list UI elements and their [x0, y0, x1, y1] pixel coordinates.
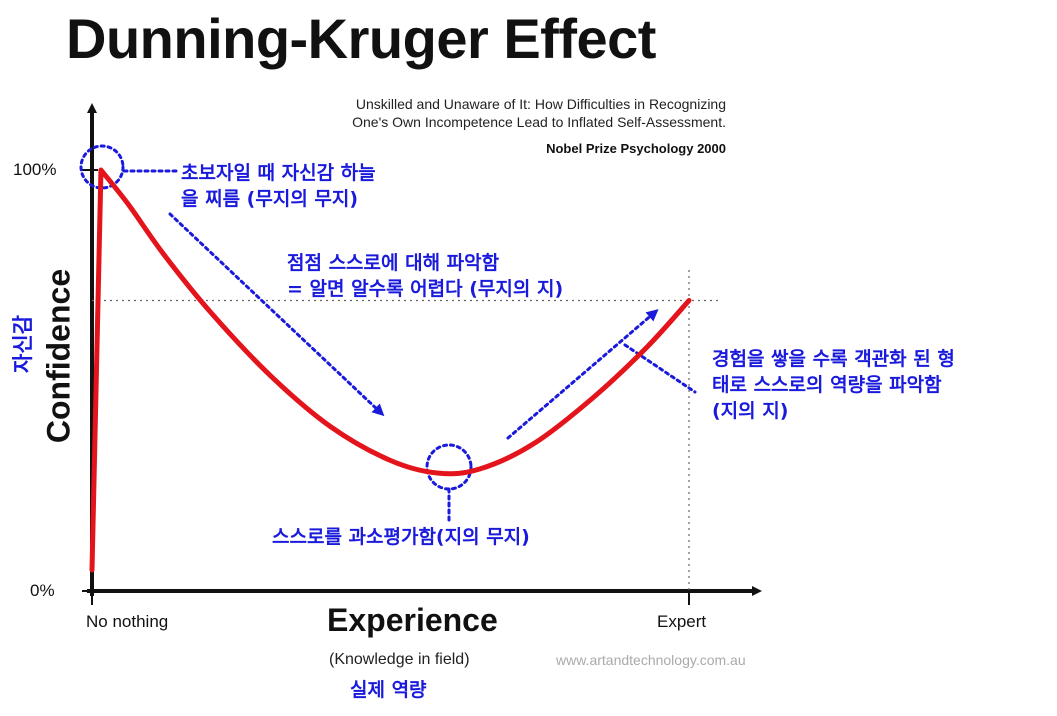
x-axis-label-korean: 실제 역량 — [350, 679, 427, 701]
annotation-rise: 경험을 쌓을 수록 객관화 된 형 태로 스스로의 역량을 파악함 (지의 지) — [712, 346, 955, 424]
annotation-valley: 스스로를 과소평가함(지의 무지) — [272, 526, 530, 548]
source-label: Nobel Prize Psychology 2000 — [546, 141, 726, 156]
annotation-decline-line-2: = 알면 알수록 어렵다 (무지의 지) — [287, 278, 564, 300]
x-axis-sublabel: (Knowledge in field) — [329, 651, 470, 668]
subtitle-line-1: Unskilled and Unaware of It: How Difficu… — [355, 96, 726, 112]
peak-highlight-circle — [79, 144, 125, 190]
x-tick-end: Expert — [657, 612, 707, 631]
confidence-curve — [89, 167, 692, 573]
rise-arrow — [506, 309, 659, 440]
y-axis-label-korean: 자신감 — [11, 315, 35, 373]
annotation-peak-line-1: 초보자일 때 자신감 하늘 — [181, 162, 376, 184]
y-tick-top: 100% — [13, 160, 57, 179]
rise-leader-line — [623, 343, 697, 394]
annotation-decline-line-1: 점점 스스로에 대해 파악함 — [287, 252, 500, 274]
annotation-decline: 점점 스스로에 대해 파악함 = 알면 알수록 어렵다 (무지의 지) — [287, 250, 563, 302]
page-title: Dunning-Kruger Effect — [66, 7, 656, 70]
valley-highlight-circle — [425, 443, 473, 491]
x-axis-label: Experience — [327, 602, 498, 638]
y-axis-label: Confidence — [40, 268, 77, 444]
annotation-peak-line-2: 을 찌름 (무지의 무지) — [181, 188, 359, 210]
annotation-rise-line-1: 경험을 쌓을 수록 객관화 된 형 — [712, 348, 955, 370]
annotation-rise-line-3: (지의 지) — [712, 400, 789, 422]
decline-arrow — [168, 212, 385, 417]
subtitle-line-2: One's Own Incompetence Lead to Inflated … — [352, 114, 726, 130]
annotation-peak: 초보자일 때 자신감 하늘 을 찌름 (무지의 무지) — [181, 160, 376, 212]
y-tick-bottom: 0% — [30, 581, 55, 600]
annotation-rise-line-2: 태로 스스로의 역량을 파악함 — [712, 374, 942, 396]
credit-url: www.artandtechnology.com.au — [556, 652, 746, 668]
x-tick-start: No nothing — [86, 612, 169, 631]
